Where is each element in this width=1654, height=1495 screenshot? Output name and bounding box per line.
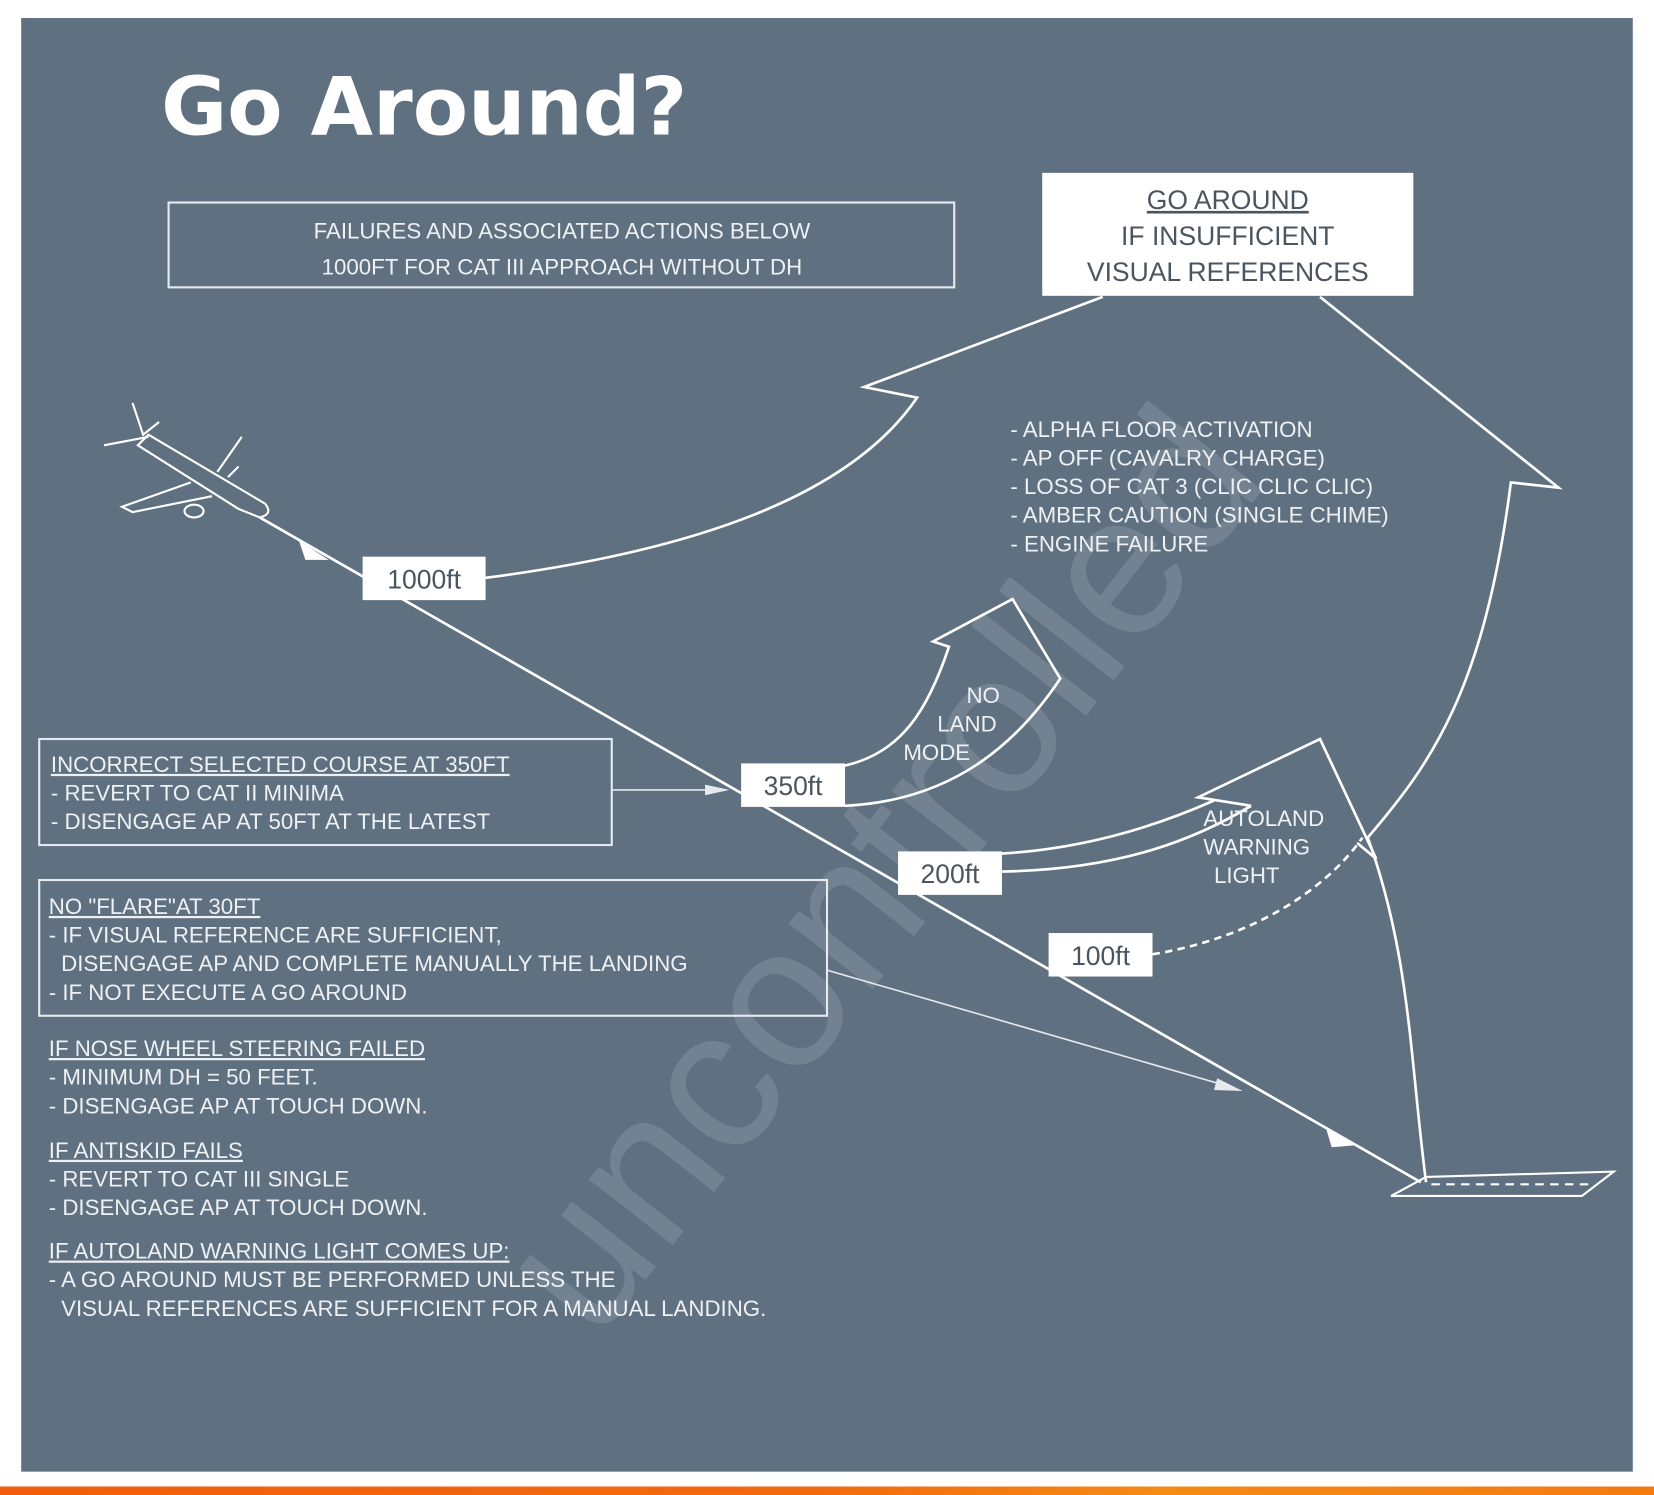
failure-item: - ALPHA FLOOR ACTIVATION — [1010, 417, 1312, 442]
altitude-100ft: 100ft — [1048, 933, 1153, 977]
altitude-200ft: 200ft — [898, 851, 1002, 895]
note-line: - A GO AROUND MUST BE PERFORMED UNLESS T… — [49, 1267, 616, 1292]
flare-line: DISENGAGE AP AND COMPLETE MANUALLY THE L… — [49, 951, 688, 976]
label-line: LIGHT — [1214, 863, 1280, 888]
altitude-text: 350ft — [764, 771, 824, 801]
label-line: WARNING — [1203, 835, 1310, 860]
failure-item: - AP OFF (CAVALRY CHARGE) — [1010, 445, 1324, 470]
altitude-text: 100ft — [1071, 941, 1131, 971]
failure-item: - ENGINE FAILURE — [1010, 531, 1208, 556]
label-line: LAND — [937, 712, 996, 737]
no-land-mode-arrow — [844, 597, 1062, 808]
course-heading: INCORRECT SELECTED COURSE AT 350FT — [51, 752, 510, 777]
label-line: MODE — [903, 740, 970, 765]
go-around-line: IF INSUFFICIENT — [1121, 221, 1334, 251]
antiskid-note: IF ANTISKID FAILS - REVERT TO CAT III SI… — [49, 1138, 428, 1220]
go-around-line: VISUAL REFERENCES — [1087, 257, 1369, 287]
note-line: - REVERT TO CAT III SINGLE — [49, 1166, 349, 1191]
airplane-icon — [103, 402, 270, 519]
note-heading: IF AUTOLAND WARNING LIGHT COMES UP: — [49, 1239, 510, 1264]
flare-line: - IF NOT EXECUTE A GO AROUND — [49, 980, 407, 1005]
altitude-text: 200ft — [921, 859, 981, 889]
page-title: Go Around? — [161, 61, 687, 155]
go-around-box: GO AROUND IF INSUFFICIENT VISUAL REFEREN… — [1042, 172, 1414, 296]
flare-connector — [826, 969, 1231, 1088]
go-around-heading: GO AROUND — [1147, 185, 1309, 215]
altitude-350ft: 350ft — [741, 763, 846, 807]
note-line: VISUAL REFERENCES ARE SUFFICIENT FOR A M… — [49, 1296, 767, 1321]
course-line: - DISENGAGE AP AT 50FT AT THE LATEST — [51, 809, 491, 834]
flare-box: NO "FLARE"AT 30FT - IF VISUAL REFERENCE … — [38, 878, 829, 1017]
autoland-light-note: IF AUTOLAND WARNING LIGHT COMES UP: - A … — [49, 1239, 767, 1321]
header-line: FAILURES AND ASSOCIATED ACTIONS BELOW — [314, 219, 811, 244]
flare-line: - IF VISUAL REFERENCE ARE SUFFICIENT, — [49, 923, 502, 948]
course-line: - REVERT TO CAT II MINIMA — [51, 781, 344, 806]
runway-icon — [1390, 1170, 1617, 1198]
note-heading: IF NOSE WHEEL STEERING FAILED — [49, 1036, 425, 1061]
no-land-mode-label: NO LAND MODE — [903, 683, 999, 765]
go-around-arrow-1000ft — [485, 295, 1563, 1183]
arrow-icon — [705, 784, 730, 796]
glide-arrow-icon — [1325, 1126, 1358, 1148]
note-line: - DISENGAGE AP AT TOUCH DOWN. — [49, 1195, 428, 1220]
label-line: NO — [966, 683, 999, 708]
flare-heading: NO "FLARE"AT 30FT — [49, 894, 261, 919]
accent-bar — [0, 1486, 1654, 1495]
failure-item: - AMBER CAUTION (SINGLE CHIME) — [1010, 503, 1388, 528]
dashed-path-100ft — [1152, 836, 1364, 956]
autoland-warning-label: AUTOLAND WARNING LIGHT — [1203, 806, 1324, 888]
altitude-text: 1000ft — [387, 564, 461, 594]
label-line: AUTOLAND — [1203, 806, 1324, 831]
glide-path — [259, 516, 1422, 1184]
altitude-1000ft: 1000ft — [362, 556, 486, 601]
autoland-warning-arrow — [1001, 737, 1378, 873]
failures-list: - ALPHA FLOOR ACTIVATION - AP OFF (CAVAL… — [1010, 417, 1388, 557]
header-line: 1000FT FOR CAT III APPROACH WITHOUT DH — [322, 255, 803, 280]
note-heading: IF ANTISKID FAILS — [49, 1138, 243, 1163]
course-box: INCORRECT SELECTED COURSE AT 350FT - REV… — [38, 737, 613, 847]
note-line: - DISENGAGE AP AT TOUCH DOWN. — [49, 1093, 428, 1118]
header-box: FAILURES AND ASSOCIATED ACTIONS BELOW 10… — [167, 201, 956, 289]
failure-item: - LOSS OF CAT 3 (CLIC CLIC CLIC) — [1010, 474, 1373, 499]
note-line: - MINIMUM DH = 50 FEET. — [49, 1065, 318, 1090]
nose-wheel-note: IF NOSE WHEEL STEERING FAILED - MINIMUM … — [49, 1036, 428, 1118]
arrow-icon — [1213, 1078, 1243, 1092]
